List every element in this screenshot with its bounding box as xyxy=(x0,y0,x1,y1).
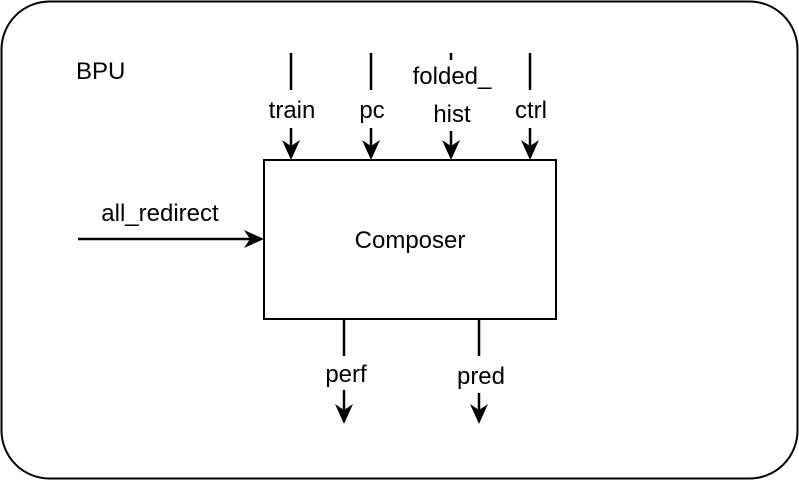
input-folded-hist: folded_ hist xyxy=(413,53,492,160)
input-train: train xyxy=(269,53,316,160)
composer-box xyxy=(263,159,557,320)
train-arrowhead xyxy=(282,140,300,160)
pc-arrowhead xyxy=(362,140,380,160)
pred-label: pred xyxy=(457,363,505,390)
folded-hist-label-line2: hist xyxy=(433,101,471,128)
pc-label: pc xyxy=(359,97,384,124)
folded-hist-arrowhead xyxy=(442,140,460,160)
composer-label: Composer xyxy=(355,227,466,254)
pred-arrowhead xyxy=(470,404,488,424)
bpu-label: BPU xyxy=(76,58,125,85)
folded-hist-label-line1: folded_ xyxy=(413,63,492,90)
input-all-redirect: all_redirect xyxy=(78,200,264,248)
input-pc: pc xyxy=(359,53,385,160)
output-perf: perf xyxy=(325,319,367,424)
perf-arrowhead xyxy=(335,404,353,424)
train-label: train xyxy=(269,97,316,124)
output-pred: pred xyxy=(457,319,505,424)
perf-label: perf xyxy=(325,361,367,388)
all-redirect-label: all_redirect xyxy=(101,200,219,227)
ctrl-arrowhead xyxy=(521,140,539,160)
input-ctrl: ctrl xyxy=(515,53,547,160)
all-redirect-arrowhead xyxy=(244,230,264,248)
ctrl-label: ctrl xyxy=(515,97,547,124)
